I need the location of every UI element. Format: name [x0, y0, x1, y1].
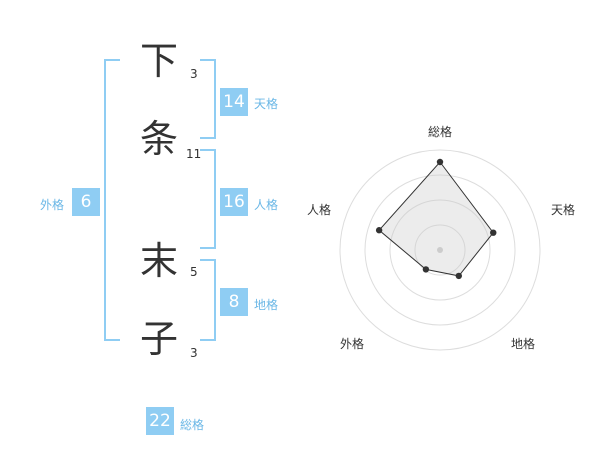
name-char-3: 末 [140, 239, 179, 283]
soukaku-label: 総格 [180, 418, 205, 432]
jinkaku-value: 16 [220, 188, 248, 216]
chikaku-bracket [200, 259, 216, 341]
gaikaku-bracket [104, 59, 120, 341]
radar-point-2 [455, 272, 463, 280]
radar-ring-1 [414, 224, 466, 276]
chikaku-value: 8 [220, 288, 248, 316]
tenkaku-label: 天格 [254, 97, 279, 111]
soukaku-value: 22 [146, 407, 174, 435]
radar-center [437, 247, 443, 253]
radar-label-chikaku: 地格 [511, 337, 536, 351]
jinkaku-bracket [200, 149, 216, 249]
radar-area [378, 161, 494, 277]
name-char-2: 条 [140, 117, 179, 161]
radar-label-gaikaku: 外格 [340, 337, 365, 351]
gaikaku-label: 外格 [40, 198, 65, 212]
stroke-count-3: 5 [190, 265, 198, 279]
chikaku-label: 地格 [254, 298, 279, 312]
jinkaku-label: 人格 [254, 198, 279, 212]
radar-point-0 [436, 158, 444, 166]
tenkaku-value: 14 [220, 88, 248, 116]
tenkaku-bracket [200, 59, 216, 139]
name-char-4: 子 [140, 317, 179, 361]
radar-ring-3 [364, 174, 516, 326]
radar-label-jinkaku: 人格 [307, 203, 332, 217]
radar-ring-2 [389, 199, 491, 301]
radar-point-4 [375, 227, 383, 234]
radar-label-soukaku: 総格 [428, 125, 453, 139]
stroke-count-4: 3 [190, 346, 198, 360]
radar-point-1 [490, 229, 497, 236]
stroke-count-1: 3 [190, 67, 198, 81]
gaikaku-value: 6 [72, 188, 100, 216]
stroke-count-2: 11 [186, 147, 202, 161]
name-char-1: 下 [140, 39, 179, 83]
radar-point-3 [422, 266, 430, 273]
radar-label-tenkaku: 天格 [551, 203, 576, 217]
